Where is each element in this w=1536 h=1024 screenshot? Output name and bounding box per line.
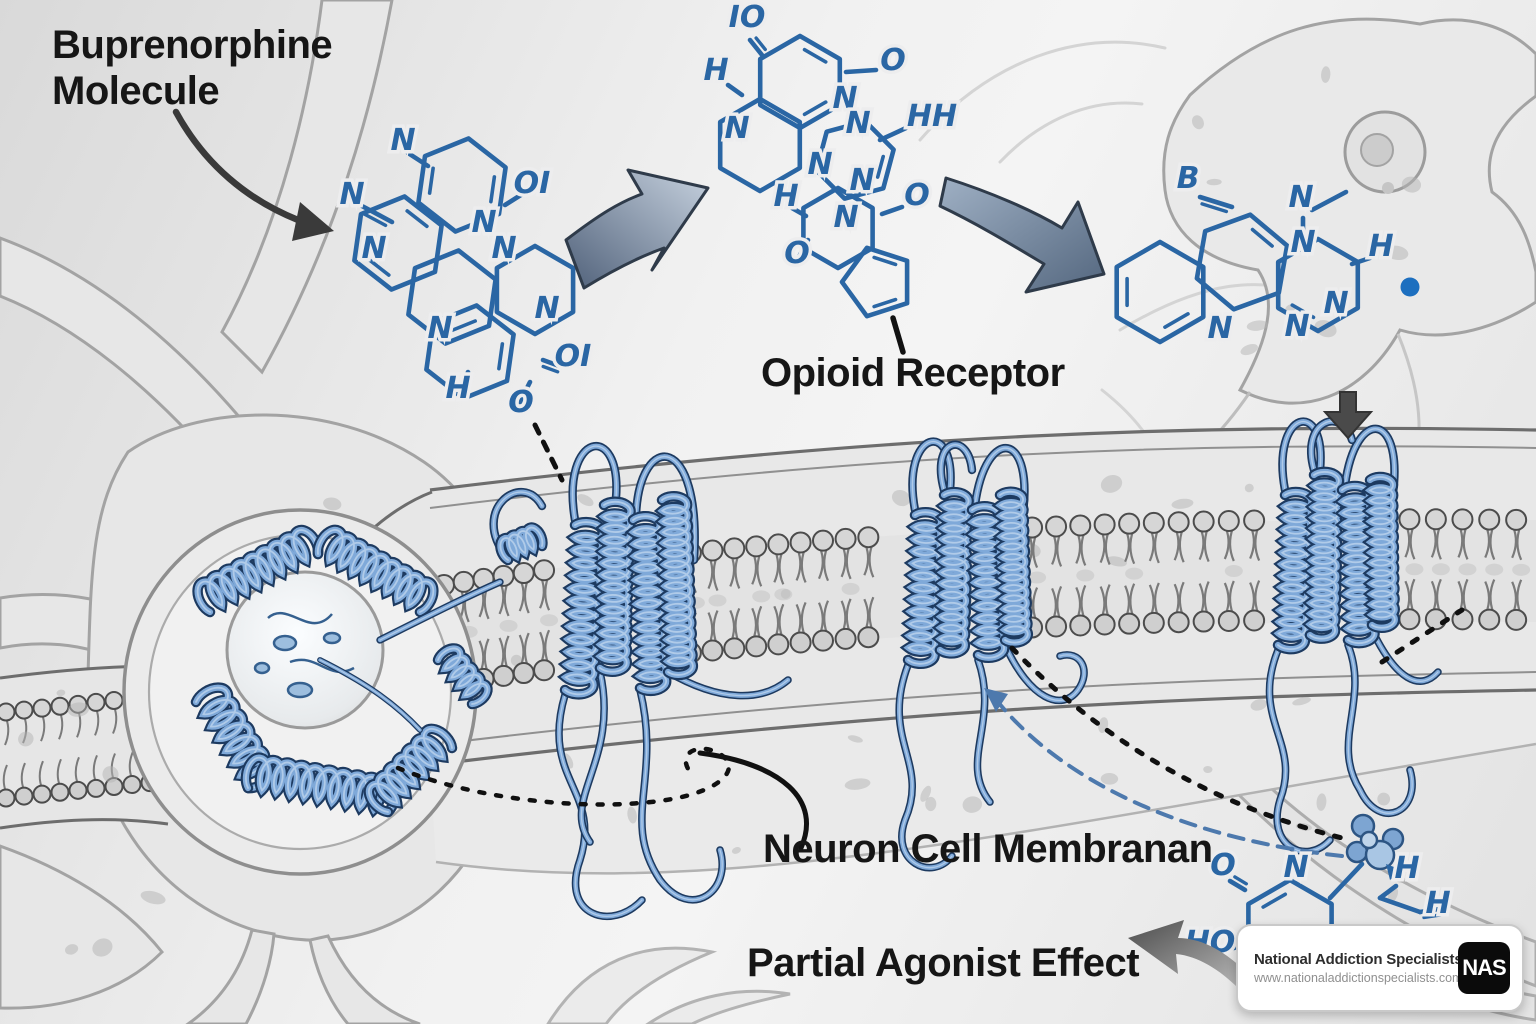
atom-label: N [849,163,874,198]
atom-label: N [1207,311,1232,346]
atom-label: N [724,111,749,146]
neuron-membrane-label: Neuron Cell Membranan [763,827,1213,871]
opioid-receptor-label: Opioid Receptor [761,351,1065,395]
buprenorphine-label-line2: Molecule [52,69,220,114]
atom-label: OI [514,166,551,201]
vesicle-contents [253,611,355,699]
dashed-link-molecule-to-receptor [532,422,565,483]
g-protein-ribbon [190,524,504,819]
atom-label: H [1394,851,1419,886]
vesicle-sphere [225,570,385,730]
partial-agonist-label: Partial Agonist Effect [747,941,1140,985]
molecule-bonds [352,33,1449,979]
dashed-link-blue [996,700,1344,858]
atom-label: OI [555,339,592,374]
atom-label: H [773,179,798,214]
buprenorphine-label: Buprenorphine Molecule [52,22,333,115]
label-pointer-arrow [172,108,302,224]
step-arrow-2 [938,176,1106,294]
molecule-buprenorphine [352,136,576,405]
atom-label: H [703,53,728,88]
receptor-protein [489,441,792,920]
atom-label: N [807,147,832,182]
effect-arrow [1128,920,1246,988]
connector-lines [395,422,1465,858]
flow-arrows [172,108,1374,988]
atom-label: N [832,81,857,116]
ligand-dot [1400,277,1420,297]
watermark-card: National Addiction Specialists www.natio… [1236,924,1524,1012]
blue-arrowhead [984,688,1008,712]
atom-label: IO [729,0,766,35]
nas-logo: NAS [1458,942,1510,994]
watermark-text: National Addiction Specialists www.natio… [1254,951,1463,985]
down-arrow [1322,391,1374,440]
atom-label: N [491,231,516,266]
atom-label: H [445,371,470,406]
neuron-branches-bottom [546,946,791,1024]
atom-label: N [471,205,496,240]
atom-label: N [1288,180,1313,215]
atom-label: O [904,178,930,213]
cell-body [122,508,478,876]
membrane-receptor-proteins [489,417,1442,920]
atom-label: O [784,236,810,271]
step-arrow-1 [564,168,710,290]
dotted-link-gprotein [395,746,732,807]
dotted-link-receptor-to-metabolite [1009,645,1345,841]
atom-label: N [845,106,870,141]
atom-label: B [1177,161,1200,196]
atom-label: O [1210,848,1236,883]
membrane-pointer-curve [697,750,809,851]
atom-label: N [339,177,364,212]
atom-label: N [534,291,559,326]
atom-label: N [361,231,386,266]
atom-label: N [1284,309,1309,344]
molecule-opioid-receptor [717,33,910,319]
atom-label: N [1290,225,1315,260]
atom-label: N [427,311,452,346]
watermark-name: National Addiction Specialists [1254,951,1463,968]
atom-label: N [833,200,858,235]
atom-label: N [390,123,415,158]
atom-label: N [1323,286,1348,321]
atom-label: H [1368,229,1393,264]
atom-label: O [508,385,534,420]
molecule-bound-complex [1114,189,1373,345]
receptor-pointer-line [890,315,906,355]
atom-label: HH [907,99,957,134]
molecule-sphere-cluster [1345,813,1405,880]
atom-label: H [1425,886,1450,921]
receptor-protein [895,437,1088,872]
atom-label: N [1283,850,1308,885]
atom-label: O [880,43,906,78]
molecule-metabolite [1227,861,1449,979]
buprenorphine-label-line1: Buprenorphine [52,23,333,67]
receptor-protein [1265,417,1442,856]
watermark-url: www.nationaladdictionspecialists.com [1254,971,1463,985]
